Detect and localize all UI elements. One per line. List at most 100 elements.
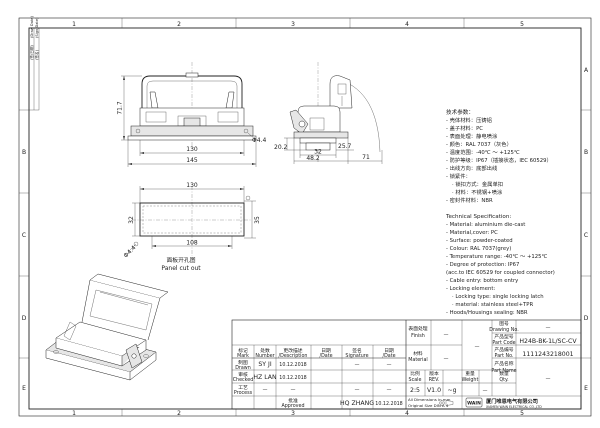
strip-label: (签/日期) — [29, 45, 34, 60]
spec-cn-line: - 壳体材料：压铸铝 — [446, 116, 492, 124]
spec-en-line: - Material: aluminium die-cast — [446, 222, 525, 228]
side-view: 20.2 32 48.2 25.7 71 — [274, 62, 383, 164]
dim-145: 145 — [186, 157, 198, 164]
drawing-no-value: — — [546, 326, 551, 331]
row-label: D — [22, 315, 27, 322]
part-name-en: Part Name — [491, 368, 516, 374]
spec-en-line: - Cable entry: bottom entry — [446, 278, 518, 284]
strip-label: (Sign/Date) — [35, 17, 39, 38]
qty-en: Qty. — [499, 377, 508, 383]
finish-en: Finish — [411, 333, 425, 339]
row-label: A — [584, 67, 589, 74]
col-label: 2 — [177, 410, 181, 417]
panel-cutout-view: 130 108 32 35 Φ4.4 面板开孔图 Panel cut out — [122, 182, 261, 272]
col-label: 5 — [520, 21, 524, 28]
spec-en-line: - Temperature range: -40℃ ～ +125℃ — [446, 254, 548, 260]
row-label: E — [22, 385, 26, 392]
material-cn: 材料 — [413, 350, 423, 357]
part-no-cn: 产品编号 — [494, 346, 513, 353]
dim-20-2: 20.2 — [274, 144, 288, 151]
drawn-sig: — — [355, 363, 360, 368]
spec-cn-line: - 锁紧件： — [446, 172, 471, 180]
part-no-en: Part No. — [495, 353, 514, 359]
approved-name: HQ ZHANG — [340, 400, 374, 407]
note-dimensions: All Dimensions in mm — [408, 397, 451, 402]
row-label: D — [584, 315, 589, 322]
drawn-en: Drawn — [235, 365, 251, 371]
part-name-value: — — [546, 377, 551, 382]
process-name: — — [263, 388, 268, 393]
dim-71-7: 71.7 — [117, 101, 124, 115]
part-name-cn: 产品名称 — [494, 360, 513, 367]
process-date: — — [291, 388, 296, 393]
spec-en-line: - Degree of protection: IP67 — [446, 262, 519, 268]
process-sig: — — [355, 388, 360, 393]
dim-32-side: 32 — [314, 149, 322, 156]
process-date2: — — [387, 388, 392, 393]
col-label: 4 — [405, 21, 409, 28]
hdr-mark-cn: 标记 — [238, 347, 248, 354]
spec-cn-line: - 密封件材料：NBR — [446, 196, 493, 204]
col-label: 1 — [72, 410, 76, 417]
finish-cn: 表面处理 — [408, 325, 427, 332]
spec-en-line: - Material,cover: PC — [446, 230, 498, 236]
material-en: Material — [408, 357, 428, 363]
isometric-view — [45, 273, 169, 381]
col-label: 5 — [520, 410, 524, 417]
spec-en-block: Technical Specification: - Material: alu… — [445, 214, 555, 316]
company-name-en: XIAMEN WAIN ELECTRICAL CO.,LTD — [486, 405, 542, 409]
spec-en-line: · material: stainless steel+TPR — [452, 302, 533, 308]
rev-value: V1.0 — [427, 387, 441, 394]
spec-cn-line: - 防护等级：IP67（插接状态，IEC 60529） — [446, 156, 552, 164]
note-original-size: Original Size DIN A 4 — [408, 403, 449, 408]
material-value: — — [444, 357, 449, 362]
process-cn: 工艺 — [238, 385, 248, 391]
row-label: B — [22, 149, 26, 156]
spec-en-line: Technical Specification: — [445, 214, 511, 220]
hdr-date2-en: /Date — [382, 353, 395, 359]
dim-32-cutout: 32 — [128, 216, 135, 224]
checked-date: 10.12.2018 — [279, 375, 306, 381]
spec-en-line: - Surface: powder-coated — [446, 238, 513, 244]
checked-cn: 审核 — [238, 371, 248, 378]
company-logo: WAIN — [465, 397, 483, 408]
cutout-label-cn: 面板开孔图 — [167, 256, 196, 264]
part-code-value: H24B-BK-1L/SC-CV — [519, 338, 577, 345]
hdr-number-en: Number — [255, 353, 274, 359]
weight-en: Weight — [462, 377, 479, 383]
dim-48-2: 48.2 — [306, 155, 320, 162]
spec-cn-line: - 表面处理：静电喷涂 — [446, 132, 498, 140]
row-label: C — [584, 232, 588, 239]
spec-cn-line: - 颜色：RAL 7037（灰色） — [446, 140, 512, 148]
scale-value: 2:5 — [410, 387, 420, 394]
spec-cn-line: - 出线方向：底部出线 — [446, 164, 498, 172]
rev-en: REV. — [429, 377, 440, 383]
hdr-desc-en: /Description — [279, 353, 308, 359]
approved-en: Approved — [281, 403, 304, 409]
dim-35: 35 — [254, 216, 261, 224]
part-code-cn: 产品型号 — [494, 333, 513, 340]
weight-value: ~g — [447, 387, 456, 394]
part-no-value: 1111243218001 — [522, 351, 573, 358]
hdr-number-cn: 处数 — [260, 347, 270, 354]
checked-en: Checked — [233, 377, 254, 383]
company-name-cn: 厦门唯恩电气有限公司 — [486, 397, 538, 405]
drawn-name: SY JI — [258, 361, 271, 368]
cutout-label-en: Panel cut out — [161, 265, 201, 272]
signature-strip: (签/日期) (Draw Date) (签名) (Sign/Date) — [29, 15, 40, 111]
hdr-date-en: /Date — [319, 353, 332, 359]
logo-text: WAIN — [467, 401, 481, 407]
col-label: 2 — [177, 21, 181, 28]
material-dash: — — [475, 345, 480, 350]
projection-symbol-icon — [439, 400, 454, 406]
spec-en-line: (acc.to IEC 60529 for coupled connector) — [446, 270, 555, 276]
row-label: C — [22, 232, 26, 239]
hdr-date-cn: 日期 — [321, 348, 331, 354]
dim-108: 108 — [186, 240, 198, 247]
spec-en-line: - Colour: RAL 7037(grey) — [446, 246, 511, 252]
drawn-cn: 制图 — [238, 359, 248, 366]
part-code-en: Part Code — [492, 340, 515, 346]
drawn-date: 10.12.2018 — [279, 362, 306, 368]
dim-71: 71 — [362, 154, 370, 161]
